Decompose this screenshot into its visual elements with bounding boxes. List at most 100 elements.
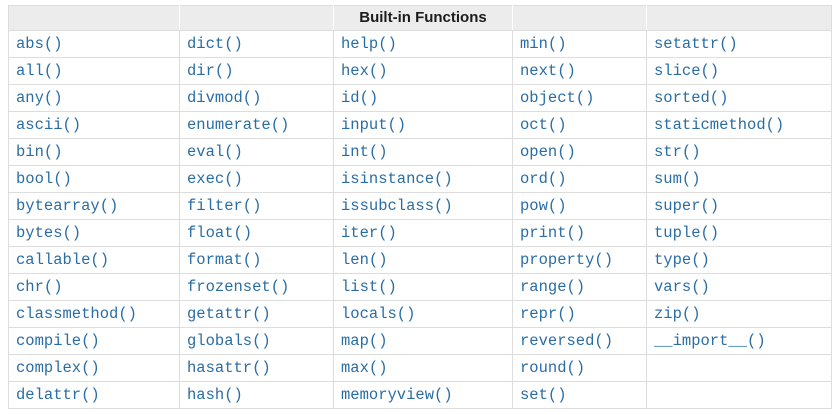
table-row: compile() globals() map() reversed() __impor… [8,327,832,355]
function-link[interactable]: bytes() [16,224,82,242]
table-header: Built-in Functions [8,5,832,31]
function-link[interactable]: pow() [520,197,567,215]
function-cell: tuple() [646,219,832,247]
function-link[interactable]: ascii() [16,116,82,134]
function-cell: isinstance() [333,165,513,193]
function-cell: filter() [179,192,334,220]
function-link[interactable]: max() [341,359,388,377]
function-link[interactable]: complex() [16,359,100,377]
function-link[interactable]: print() [520,224,586,242]
function-link[interactable]: __import__() [654,332,766,350]
function-link[interactable]: int() [341,143,388,161]
function-cell: zip() [646,300,832,328]
function-cell: reversed() [512,327,647,355]
function-link[interactable]: staticmethod() [654,116,785,134]
function-link[interactable]: enumerate() [187,116,290,134]
function-cell: sum() [646,165,832,193]
function-link[interactable]: hash() [187,386,243,404]
function-link[interactable]: hasattr() [187,359,271,377]
function-link[interactable]: map() [341,332,388,350]
function-link[interactable]: format() [187,251,262,269]
function-link[interactable]: classmethod() [16,305,137,323]
table-row: ascii() enumerate() input() oct() staticmeth… [8,111,832,139]
function-cell: input() [333,111,513,139]
function-link[interactable]: getattr() [187,305,271,323]
function-link[interactable]: all() [16,62,63,80]
function-link[interactable]: filter() [187,197,262,215]
function-cell: compile() [8,327,180,355]
function-link[interactable]: isinstance() [341,170,453,188]
table-row: bytes() float() iter() print() tuple() [8,219,832,247]
function-cell: slice() [646,57,832,85]
function-cell: format() [179,246,334,274]
function-link[interactable]: bool() [16,170,72,188]
function-link[interactable]: eval() [187,143,243,161]
function-link[interactable]: tuple() [654,224,720,242]
function-cell: pow() [512,192,647,220]
table-row: bytearray() filter() issubclass() pow() supe… [8,192,832,220]
function-link[interactable]: chr() [16,278,63,296]
function-cell: id() [333,84,513,112]
function-cell: setattr() [646,30,832,58]
function-cell: exec() [179,165,334,193]
function-link[interactable]: id() [341,89,379,107]
function-link[interactable]: locals() [341,305,416,323]
function-link[interactable]: object() [520,89,595,107]
function-link[interactable]: sorted() [654,89,729,107]
function-link[interactable]: list() [341,278,397,296]
function-link[interactable]: dir() [187,62,234,80]
function-link[interactable]: len() [341,251,388,269]
function-cell: range() [512,273,647,301]
function-link[interactable]: next() [520,62,576,80]
table-title: Built-in Functions [333,5,513,31]
function-cell: dict() [179,30,334,58]
table-body: abs() dict() help() min() setattr() all() dir(… [8,30,832,409]
function-link[interactable]: iter() [341,224,397,242]
function-link[interactable]: callable() [16,251,110,269]
function-link[interactable]: input() [341,116,407,134]
function-link[interactable]: abs() [16,35,63,53]
function-link[interactable]: memoryview() [341,386,453,404]
function-link[interactable]: bytearray() [16,197,119,215]
function-link[interactable]: type() [654,251,710,269]
function-cell: len() [333,246,513,274]
function-link[interactable]: setattr() [654,35,738,53]
function-link[interactable]: round() [520,359,586,377]
function-link[interactable]: min() [520,35,567,53]
function-link[interactable]: issubclass() [341,197,453,215]
function-link[interactable]: zip() [654,305,701,323]
function-link[interactable]: help() [341,35,397,53]
function-cell: all() [8,57,180,85]
function-link[interactable]: delattr() [16,386,100,404]
function-link[interactable]: exec() [187,170,243,188]
function-cell: ascii() [8,111,180,139]
function-link[interactable]: frozenset() [187,278,290,296]
function-link[interactable]: divmod() [187,89,262,107]
table-row: all() dir() hex() next() slice() [8,57,832,85]
function-link[interactable]: bin() [16,143,63,161]
function-link[interactable]: reversed() [520,332,614,350]
function-link[interactable]: any() [16,89,63,107]
function-link[interactable]: slice() [654,62,720,80]
function-link[interactable]: ord() [520,170,567,188]
function-link[interactable]: super() [654,197,720,215]
function-cell: __import__() [646,327,832,355]
function-link[interactable]: str() [654,143,701,161]
function-link[interactable]: property() [520,251,614,269]
function-link[interactable]: dict() [187,35,243,53]
function-link[interactable]: sum() [654,170,701,188]
function-cell: vars() [646,273,832,301]
function-link[interactable]: open() [520,143,576,161]
function-link[interactable]: range() [520,278,586,296]
function-link[interactable]: oct() [520,116,567,134]
function-link[interactable]: repr() [520,305,576,323]
function-link[interactable]: set() [520,386,567,404]
function-link[interactable]: globals() [187,332,271,350]
function-cell: bytearray() [8,192,180,220]
function-link[interactable]: float() [187,224,253,242]
function-cell: globals() [179,327,334,355]
function-cell: repr() [512,300,647,328]
function-link[interactable]: vars() [654,278,710,296]
function-link[interactable]: hex() [341,62,388,80]
function-link[interactable]: compile() [16,332,100,350]
